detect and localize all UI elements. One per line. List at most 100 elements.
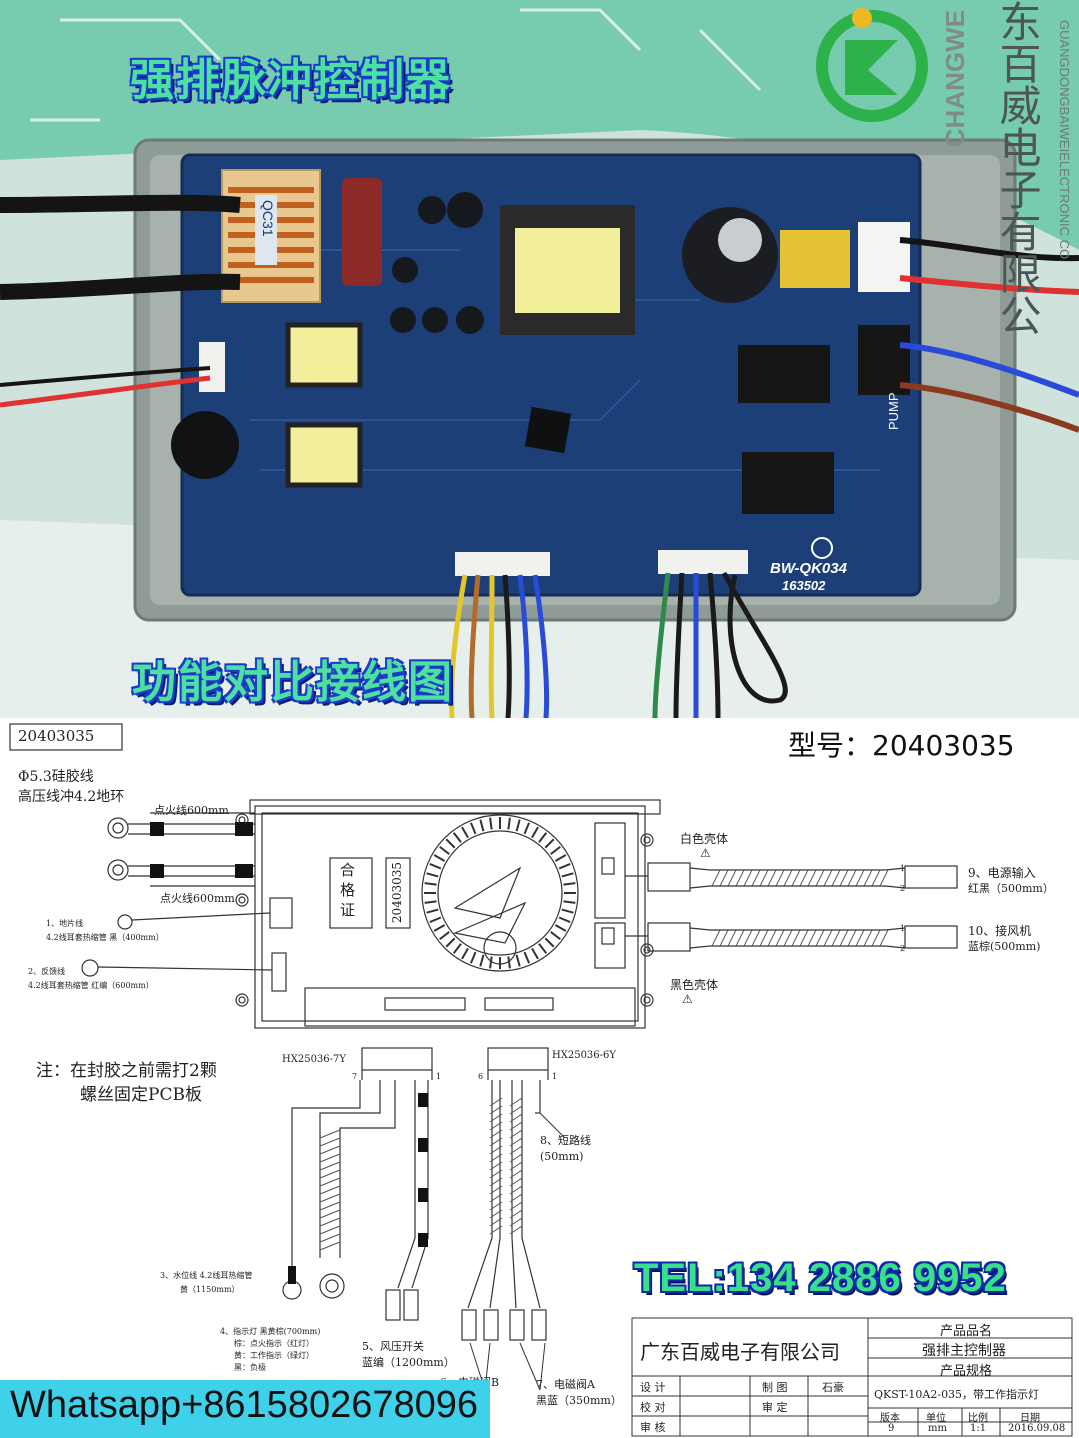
grille-tick xyxy=(563,900,576,904)
grille-tick xyxy=(469,822,477,835)
item-2-spec: 4.2线耳套热缩管 红编（600mm） xyxy=(28,981,154,990)
grille-tick xyxy=(531,826,539,839)
hatch-line xyxy=(489,1105,503,1115)
item-8-spec: (50mm) xyxy=(540,1150,584,1163)
hatch-line xyxy=(319,1225,341,1235)
pin-6: 6 xyxy=(478,1072,484,1081)
hatch-line xyxy=(711,929,721,947)
product-photo: 强排脉冲控制器 功能对比接线图 CHANGWE 东百威电子有限公 GUANGDO… xyxy=(0,0,1079,718)
hatch-line xyxy=(719,869,729,887)
cert-number: 20403035 xyxy=(390,862,404,924)
item-4-brown: 棕：点火指示（红灯） xyxy=(234,1339,314,1348)
drawing-number: 20403035 xyxy=(18,727,95,745)
pin-10-2: 2 xyxy=(900,944,906,953)
hatch-line xyxy=(743,869,753,887)
hatch-line xyxy=(743,929,753,947)
hatch-line xyxy=(823,929,833,947)
item-1-title: 1、地片线 xyxy=(46,919,84,928)
item-4-title: 4、指示灯 黑黄棕(700mm) xyxy=(220,1327,321,1336)
hatch-line xyxy=(775,929,785,947)
hatch-line xyxy=(509,1153,523,1163)
date-label: 日期 xyxy=(1020,1413,1040,1424)
grille-tick xyxy=(544,838,555,849)
pin-7: 7 xyxy=(352,1072,358,1081)
whatsapp-banner: Whatsapp+8615802678096 xyxy=(0,1380,490,1438)
hatch-line xyxy=(767,929,777,947)
check-label: 校 对 xyxy=(640,1401,666,1414)
hatch-line xyxy=(489,1137,503,1147)
hatch-line xyxy=(489,1113,503,1123)
hatch-line xyxy=(815,929,825,947)
review-label: 审 核 xyxy=(640,1421,666,1434)
hatch-line xyxy=(509,1105,523,1115)
white-shell-label: 白色壳体 xyxy=(680,832,729,846)
grille-tick xyxy=(452,943,462,954)
hatch-line xyxy=(719,929,729,947)
scale-label: 比例 xyxy=(968,1413,988,1424)
ignition-wire-a: 点火线600mm xyxy=(154,804,229,817)
hatch-line xyxy=(831,869,841,887)
hatch-line xyxy=(855,869,865,887)
item-7-title: 7、电磁阀A xyxy=(536,1378,595,1391)
item-3-title: 3、水位线 4.2线耳热缩管 xyxy=(160,1271,253,1280)
pin-10-1: 1 xyxy=(900,924,906,933)
hatch-line xyxy=(319,1241,341,1251)
grille-tick xyxy=(538,832,548,843)
hatch-line xyxy=(489,1217,503,1227)
grille-tick xyxy=(515,954,521,967)
grille-tick xyxy=(452,832,462,843)
fan-grille xyxy=(424,817,576,969)
hatch-line xyxy=(799,869,809,887)
grille-tick xyxy=(507,956,511,969)
hatch-line xyxy=(319,1145,341,1155)
hatch-line xyxy=(509,1129,523,1139)
hatch-line xyxy=(735,929,745,947)
grille-tick xyxy=(424,900,437,904)
grille-tick xyxy=(531,947,539,960)
hatch-line xyxy=(509,1209,523,1219)
wire-spec-1: Φ5.3硅胶线 xyxy=(18,769,94,785)
connector-6y-label: HX25036-6Y xyxy=(552,1050,616,1061)
model-label: 型号：20403035 xyxy=(788,729,1015,762)
grille-tick xyxy=(445,937,456,948)
hatch-line xyxy=(863,929,873,947)
hatch-line xyxy=(879,869,889,887)
grille-tick xyxy=(554,924,567,932)
hatch-line xyxy=(839,929,849,947)
grille-tick xyxy=(561,908,574,914)
hatch-line xyxy=(509,1097,523,1107)
black-shell-label: 黑色壳体 xyxy=(670,978,719,992)
wiring-diagram: 20403035 型号：20403035 Φ5.3硅胶线 高压线冲4.2地环 点… xyxy=(0,718,1079,1438)
grille-tick xyxy=(469,951,477,964)
hatch-line xyxy=(751,869,761,887)
grille-tick xyxy=(550,845,561,855)
coil-label: QC31 xyxy=(260,200,276,237)
photo-title-top: 强排脉冲控制器 xyxy=(130,55,452,106)
whatsapp-text: Whatsapp+8615802678096 xyxy=(10,1384,479,1426)
hatch-line xyxy=(509,1185,523,1195)
product-name: 强排主控制器 xyxy=(922,1343,1006,1359)
hatch-line xyxy=(319,1129,341,1139)
grille-tick xyxy=(558,862,571,870)
grille-tick xyxy=(558,916,571,924)
hatch-line xyxy=(839,869,849,887)
hatch-line xyxy=(855,929,865,947)
hatch-line xyxy=(509,1145,523,1155)
item-7-spec: 黑蓝（350mm） xyxy=(536,1394,622,1407)
grille-tick xyxy=(433,854,446,862)
hatch-line xyxy=(807,929,817,947)
grille-tick xyxy=(523,822,531,835)
grille-tick xyxy=(439,845,450,855)
cable-hatching xyxy=(711,869,889,947)
hatch-line xyxy=(319,1201,341,1211)
hatch-line xyxy=(759,929,769,947)
photo-title-bottom: 功能对比接线图 xyxy=(132,657,454,708)
item-4-yellow: 黄：工作指示（绿灯） xyxy=(234,1351,314,1360)
hatch-line xyxy=(759,869,769,887)
grille-tick xyxy=(515,819,521,832)
hatch-line xyxy=(807,869,817,887)
hatch-line xyxy=(509,1113,523,1123)
telephone-banner: TEL:134 2886 9952 xyxy=(634,1256,1007,1300)
warn-mark-1: ⚠ xyxy=(700,846,711,860)
hatch-line xyxy=(799,929,809,947)
